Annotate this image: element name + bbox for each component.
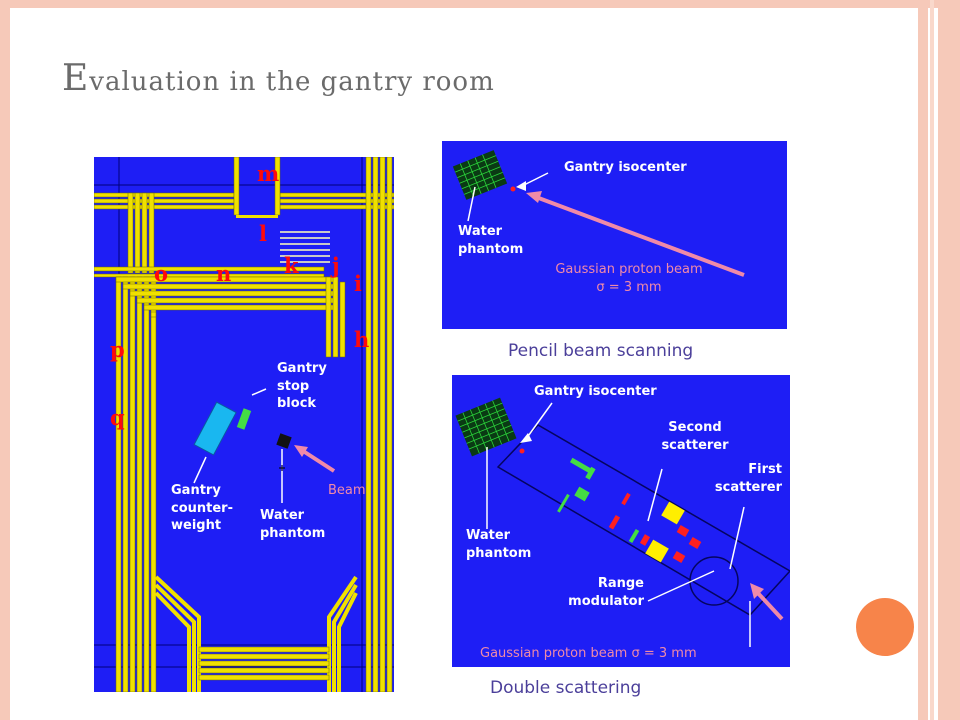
slide-title: Evaluation in the gantry room <box>62 58 495 99</box>
title-first-letter: E <box>62 58 90 99</box>
water-phantom-label: Water phantom <box>458 224 524 257</box>
water-phantom-shape <box>452 150 508 200</box>
proton-beam-arrow <box>526 191 745 277</box>
room-letter-h: h <box>354 327 370 352</box>
title-rest: valuation in the gantry room <box>89 67 495 97</box>
gantry-stop-block-shape <box>236 408 252 430</box>
water-phantom-label: Water phantom <box>260 508 326 541</box>
room-letter-m: m <box>257 161 280 186</box>
gantry-counterweight-shape <box>193 401 237 456</box>
pencil-beam-panel: Gantry isocenter Water phantom Gaussian … <box>442 141 787 329</box>
proton-beam-label: Gaussian proton beam σ = 3 mm <box>555 262 703 295</box>
room-letter-i: i <box>354 271 362 296</box>
room-letter-p: p <box>110 337 125 362</box>
isocenter-dot <box>510 186 516 192</box>
double-scattering-panel: Gantry isocenter Second scatterer First … <box>452 375 790 667</box>
pencil-beam-caption: Pencil beam scanning <box>508 341 694 361</box>
room-letter-k: k <box>284 253 299 278</box>
right-border-band <box>918 0 928 720</box>
range-modulator-label: Range modulator <box>568 576 644 609</box>
proton-beam-arrow <box>750 583 784 621</box>
pencil-beam-drawing <box>452 150 745 277</box>
room-letter-n: n <box>216 261 232 286</box>
beam-label: Beam <box>328 483 366 498</box>
second-scatterer-label: Second scatterer <box>661 420 729 453</box>
beam-arrow <box>294 445 336 473</box>
gantry-counterweight-label: Gantry counter- weight <box>171 483 233 534</box>
gantry-room-drawing <box>94 157 394 692</box>
water-phantom-shape <box>455 397 517 457</box>
gantry-isocenter-label: Gantry isocenter <box>534 384 657 399</box>
scatterer-parts <box>557 457 702 563</box>
room-letter-o: o <box>154 261 169 286</box>
gantry-stop-block-label: Gantry stop block <box>277 361 327 412</box>
right-border-band <box>930 0 934 720</box>
top-border <box>0 0 960 8</box>
water-phantom-label: Water phantom <box>466 528 532 561</box>
double-scattering-caption: Double scattering <box>490 678 642 698</box>
room-letter-l: l <box>259 221 267 246</box>
nozzle-outline <box>496 424 790 616</box>
gantry-room-diagram: m l k j o n i h p q Gantry stop block Ga… <box>94 157 394 692</box>
double-scattering-drawing <box>455 397 790 647</box>
right-border-band <box>938 0 960 720</box>
isocenter-dot <box>519 448 525 454</box>
range-modulator-wheel <box>689 556 739 606</box>
room-letter-q: q <box>110 405 125 430</box>
left-border <box>0 0 10 720</box>
decorative-orange-circle <box>856 598 914 656</box>
first-scatterer-label: First scatterer <box>714 462 782 495</box>
room-letter-j: j <box>332 253 340 278</box>
water-phantom-shape <box>276 433 292 449</box>
gantry-isocenter-label: Gantry isocenter <box>564 160 687 175</box>
proton-beam-label: Gaussian proton beam σ = 3 mm <box>480 646 697 661</box>
